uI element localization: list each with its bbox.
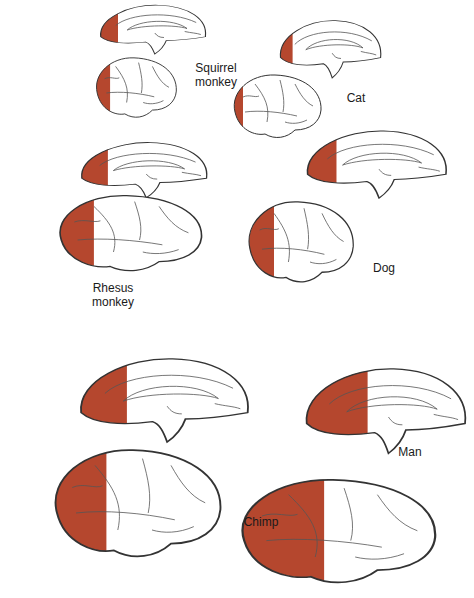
species-label: Squirrel monkey	[184, 62, 248, 90]
species-label: Chimp	[236, 516, 286, 530]
species-label: Cat	[336, 92, 376, 106]
species-label: Man	[388, 446, 432, 460]
species-label: Rhesus monkey	[80, 282, 146, 310]
species-label: Dog	[362, 262, 406, 276]
